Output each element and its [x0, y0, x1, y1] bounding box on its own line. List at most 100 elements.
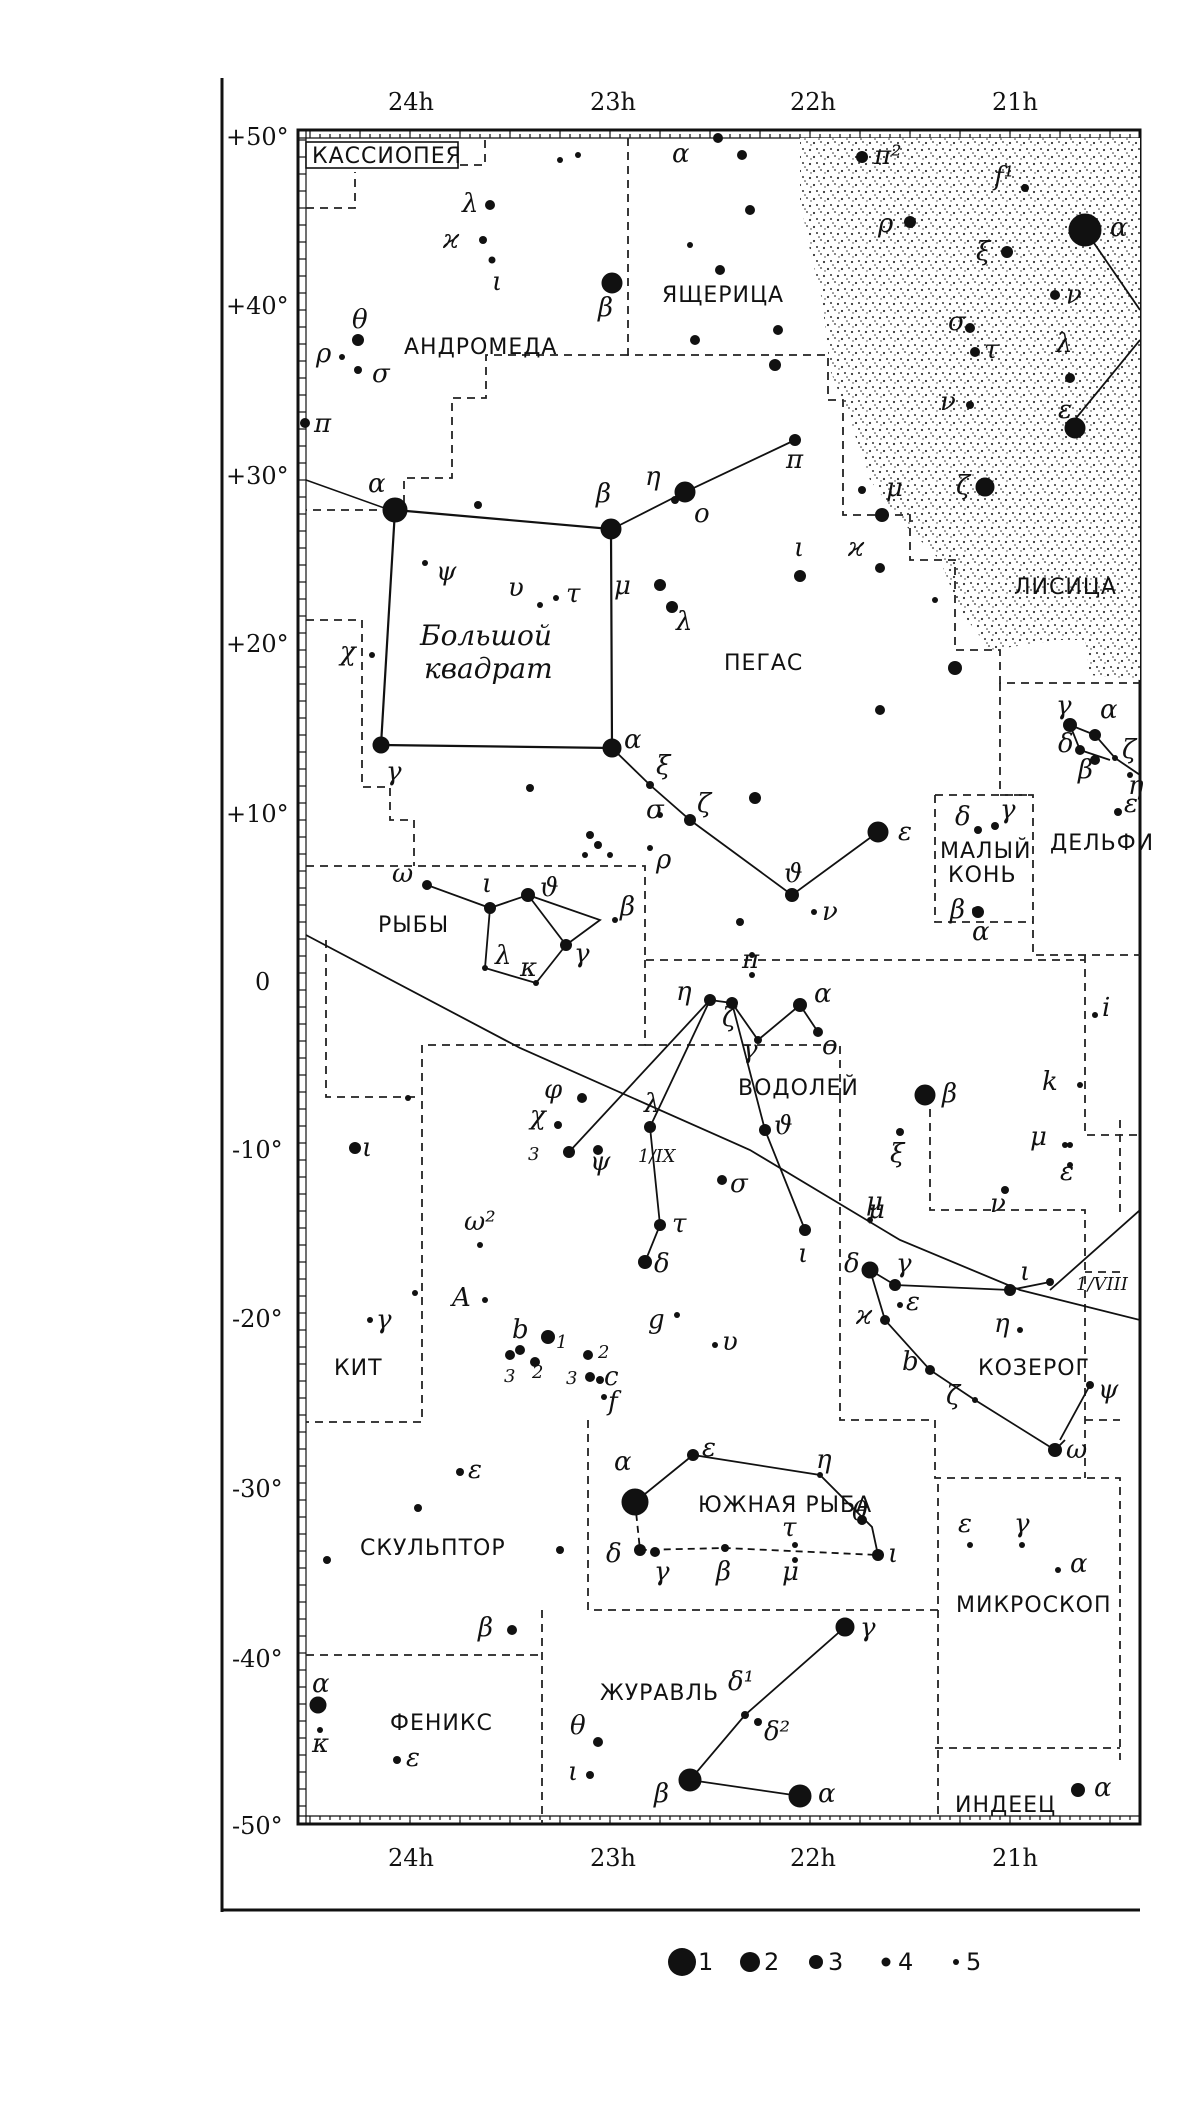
star-label-psc-kappa: κ [519, 953, 537, 983]
star-peg-mu [654, 579, 666, 591]
star-aqr-iota [799, 1224, 811, 1236]
star-peg-upsilon [537, 602, 543, 608]
star-and-sigma [354, 366, 362, 374]
star-f23 [405, 1095, 411, 1101]
star-label-cet-iota: ι [362, 1133, 372, 1163]
star-label-gru-theta: θ [570, 1711, 586, 1741]
star-label-aqr-3: 3 [528, 1144, 539, 1165]
star-f20 [607, 852, 613, 858]
star-label-lac-beta: β [597, 293, 613, 323]
star-label-cyg-tau: τ [984, 335, 999, 365]
star-label-gru-iota: ι [568, 1757, 578, 1787]
star-psa-delta [634, 1544, 646, 1556]
star-label-aqr-xi: ξ [890, 1139, 906, 1169]
star-peg-eta [674, 481, 696, 503]
legend-dot-3 [809, 1955, 823, 1969]
label-piscis-austrinus: ЮЖНАЯ РЫБА [698, 1493, 872, 1518]
star-label-psa-beta: β [715, 1557, 731, 1587]
star-cyg-pi2 [856, 151, 868, 163]
star-psa-iota [872, 1549, 884, 1561]
star-label-aqr-zeta: ζ [722, 1003, 738, 1033]
star-cap-kappa [880, 1315, 890, 1325]
dec-zero: 0 [255, 968, 270, 996]
star-phe-alpha [309, 1696, 327, 1714]
star-label-cap-epsilon: ε [906, 1287, 920, 1317]
ra-top-24h: 24h [388, 88, 434, 116]
star-aqr-o [813, 1027, 823, 1037]
star-label-psa-gamma: γ [654, 1557, 670, 1587]
star-label-peg-gamma: γ [386, 757, 402, 787]
star-cet-gamma [367, 1317, 373, 1323]
star-label-peg-mu: μ [614, 571, 631, 601]
legend-label-2: 2 [764, 1948, 779, 1976]
star-cap-eta [1017, 1327, 1023, 1333]
star-label-cap-gamma: γ [896, 1249, 912, 1279]
star-label-cet-A: A [450, 1283, 471, 1313]
star-label-cet-omega2: ω² [464, 1207, 496, 1237]
star-psc-theta [521, 888, 535, 902]
star-aqr-sigma [717, 1175, 727, 1185]
star-label-del-alpha: α [1100, 695, 1118, 725]
star-label-aqr-alpha: α [814, 979, 832, 1009]
star-label-cyg-alpha: α [1110, 213, 1128, 243]
star-label-lac-alpha: α [672, 139, 690, 169]
star-cyg-zeta [975, 477, 995, 497]
star-psc-iota [484, 902, 496, 914]
star-gru-gamma [835, 1617, 855, 1637]
star-label-cyg-rho: ρ [877, 209, 894, 239]
star-and-chi [369, 652, 375, 658]
star-aqr-delta [638, 1255, 652, 1269]
star-gru-theta [593, 1737, 603, 1747]
dec-plus40: +40° [226, 292, 289, 320]
star-psc-beta [612, 917, 618, 923]
star-label-psc-lambda: λ [494, 941, 511, 971]
star-label-gru-beta: β [653, 1779, 669, 1809]
legend-dot-2 [740, 1952, 760, 1972]
star-label-cyg-sigma: σ [948, 307, 967, 337]
star-f10 [474, 501, 482, 509]
star-label-aqr-mu: μ [866, 1187, 883, 1217]
star-equ-delta [974, 826, 982, 834]
star-cet-omega2 [477, 1242, 483, 1248]
star-gru-delta2 [754, 1718, 762, 1726]
magnitude-legend: 1 2 3 4 5 [668, 1948, 981, 1976]
star-cyg-v [966, 401, 974, 409]
star-label-cyg-epsilon: ε [1058, 395, 1072, 425]
star-label-aqr-pi: π [741, 945, 760, 975]
star-peg-zeta [684, 814, 696, 826]
star-label-cap-k: k [1042, 1067, 1058, 1097]
star-label-cap-eta: η [994, 1309, 1010, 1339]
star-and-lambda [485, 200, 495, 210]
star-label-equ-gamma: γ [1000, 795, 1016, 825]
star-gru-iota [586, 1771, 594, 1779]
star-label-peg-nu: ν [822, 897, 838, 927]
star-lac-beta [601, 272, 623, 294]
star-psa-eta [817, 1472, 823, 1478]
star-label-aqr-upsilon: υ [722, 1327, 738, 1357]
star-label-psc-theta: ϑ [540, 873, 559, 903]
star-del-zeta [1112, 755, 1118, 761]
ra-top-23h: 23h [590, 88, 636, 116]
star-peg-lambda [666, 601, 678, 613]
ra-bottom-23h: 23h [590, 1844, 636, 1872]
star-psa-beta [721, 1544, 729, 1552]
star-cap-epsilon [897, 1302, 903, 1308]
ra-top-22h: 22h [790, 88, 836, 116]
star-label-aqr-psi: ψ [590, 1147, 611, 1177]
star-peg-beta [600, 518, 622, 540]
star-f13 [948, 661, 962, 675]
dec-minus40: -40° [232, 1645, 283, 1673]
star-peg-gamma [372, 736, 390, 754]
star-label-peg-theta: ϑ [784, 859, 803, 889]
star-cap-nu [1001, 1186, 1009, 1194]
star-cap-mu [1067, 1142, 1073, 1148]
star-label-cyg-pi2: π² [873, 141, 902, 171]
dec-minus20: -20° [232, 1305, 283, 1333]
star-cet-2a [583, 1350, 593, 1360]
star-label-psa-delta: δ [606, 1539, 622, 1569]
star-aqr-eta [704, 994, 716, 1006]
star-cyg-xi [1001, 246, 1013, 258]
star-cap-epsilon2 [1067, 1162, 1073, 1168]
star-f27 [323, 1556, 331, 1564]
star-label-aqr-beta: β [941, 1079, 957, 1109]
